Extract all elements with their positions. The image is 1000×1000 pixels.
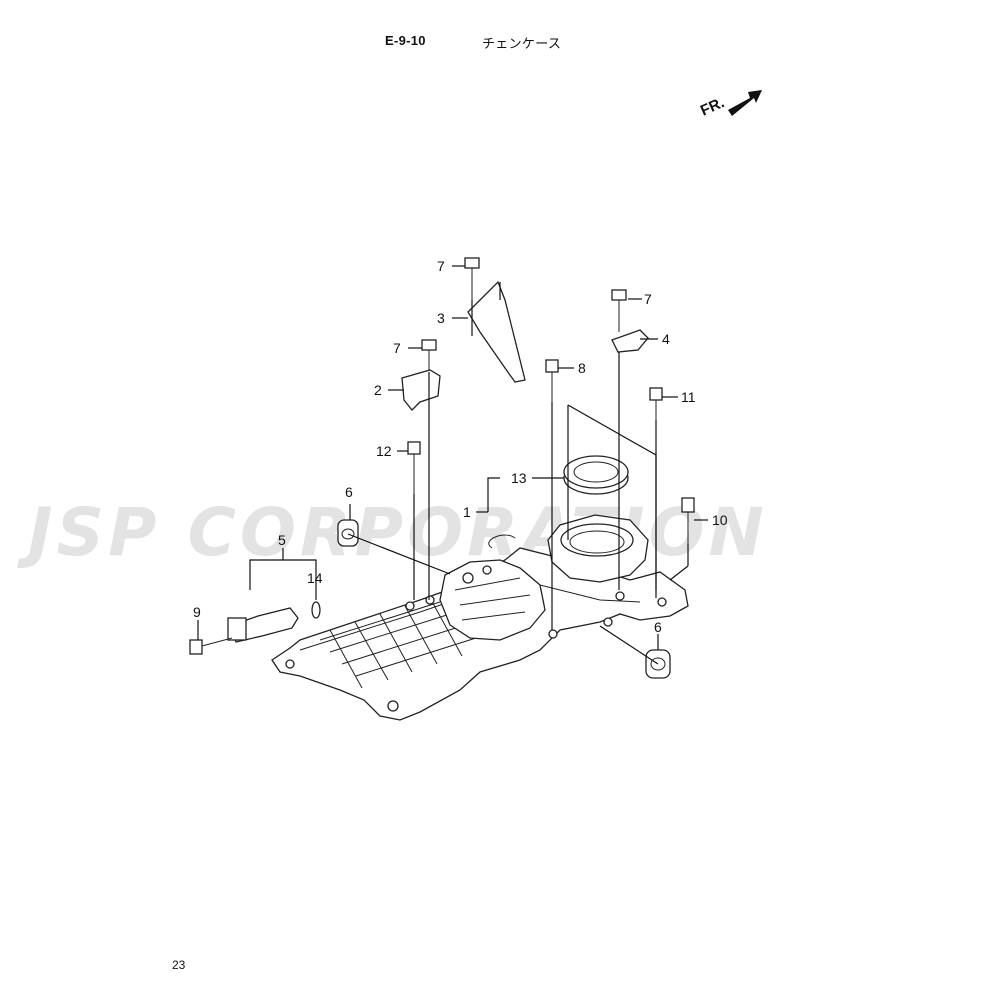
bracket-2 xyxy=(401,369,441,411)
callout-labels: 7 3 7 4 7 2 8 11 12 13 6 1 10 5 14 9 6 xyxy=(193,258,728,635)
grommet-6-left xyxy=(337,519,359,547)
callout-13: 13 xyxy=(511,470,527,486)
bolt-9 xyxy=(189,637,233,655)
callout-8: 8 xyxy=(578,360,586,376)
o-ring-14 xyxy=(311,601,321,619)
callout-7: 7 xyxy=(437,258,445,274)
callout-7: 7 xyxy=(393,340,401,356)
callout-7: 7 xyxy=(644,291,652,307)
clip-4 xyxy=(611,329,649,353)
sensor-5 xyxy=(227,607,299,643)
bolt-7-right xyxy=(611,289,627,332)
oil-seal-13 xyxy=(563,455,629,495)
diagram-code: E-9-10 xyxy=(385,33,426,48)
bolt-11 xyxy=(649,387,663,420)
callout-6: 6 xyxy=(654,619,662,635)
bolt-7-top xyxy=(464,257,480,300)
bolt-12 xyxy=(407,441,421,494)
callout-5: 5 xyxy=(278,532,286,548)
callout-11: 11 xyxy=(681,389,696,405)
callout-9: 9 xyxy=(193,604,201,620)
bolt-7-left xyxy=(421,339,437,372)
callout-3: 3 xyxy=(437,310,445,326)
callout-12: 12 xyxy=(376,443,392,459)
callout-6: 6 xyxy=(345,484,353,500)
front-arrow-icon xyxy=(728,90,762,116)
diagram-title: チェンケース xyxy=(482,37,562,52)
bracket-3 xyxy=(467,280,526,383)
callout-14: 14 xyxy=(307,570,323,586)
stud-bolt-10 xyxy=(681,497,695,544)
leader-lines xyxy=(197,265,708,665)
callout-10: 10 xyxy=(712,512,728,528)
callout-2: 2 xyxy=(374,382,382,398)
front-direction-indicator: FR. xyxy=(698,82,768,132)
page-number: 23 xyxy=(172,958,186,972)
callout-1: 1 xyxy=(463,504,471,520)
chain-case-body xyxy=(271,514,689,721)
callout-4: 4 xyxy=(662,331,670,347)
bolt-8 xyxy=(545,359,559,402)
